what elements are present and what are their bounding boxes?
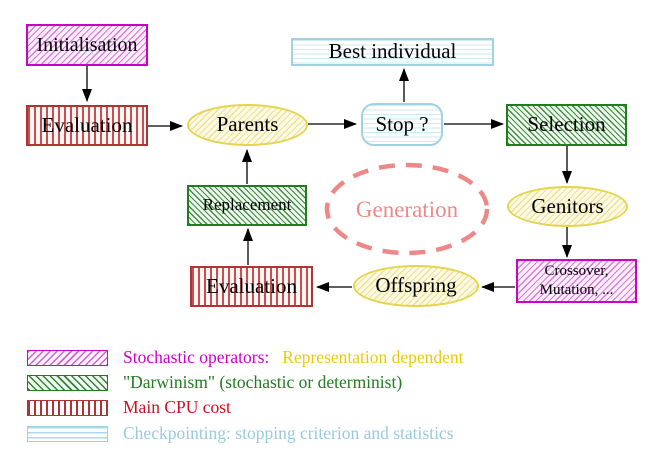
node-best-individual: Best individual: [291, 38, 494, 66]
legend-swatch-cyan-hlines: [27, 425, 108, 442]
node-selection: Selection: [506, 104, 627, 146]
node-genitors: Genitors: [507, 186, 628, 227]
node-parents: Parents: [187, 104, 308, 146]
node-evaluation-top: Evaluation: [26, 105, 148, 146]
legend-row-checkpointing: Checkpointing: stopping criterion and st…: [27, 423, 454, 444]
node-crossover-mutation: Crossover, Mutation, ...: [516, 259, 637, 303]
legend-row-darwinism: "Darwinism" (stochastic or determinist): [27, 372, 402, 393]
legend-label-cpu-cost: Main CPU cost: [123, 397, 231, 417]
legend-row-stochastic: Stochastic operators: Representation dep…: [27, 347, 464, 368]
node-replacement: Replacement: [187, 185, 307, 226]
node-stop: Stop ?: [361, 103, 443, 146]
node-initialisation: Initialisation: [26, 24, 148, 66]
node-offspring: Offspring: [353, 265, 479, 307]
legend-swatch-green-hatch: [27, 374, 108, 391]
legend-swatch-red-vlines: [27, 399, 108, 416]
legend-label-stochastic: Stochastic operators:: [123, 347, 270, 367]
node-generation-label: Generation: [355, 197, 459, 222]
legend-label-representation: Representation dependent: [282, 347, 464, 367]
legend-label-checkpointing: Checkpointing: stopping criterion and st…: [123, 423, 454, 443]
legend-swatch-magenta-hatch: [27, 349, 108, 366]
mutation-line: Mutation, ...: [539, 282, 614, 298]
legend-label-darwinism: "Darwinism" (stochastic or determinist): [123, 372, 403, 392]
crossover-line: Crossover,: [544, 262, 609, 279]
legend-row-cpu-cost: Main CPU cost: [27, 397, 231, 418]
node-evaluation-bottom: Evaluation: [190, 266, 313, 307]
